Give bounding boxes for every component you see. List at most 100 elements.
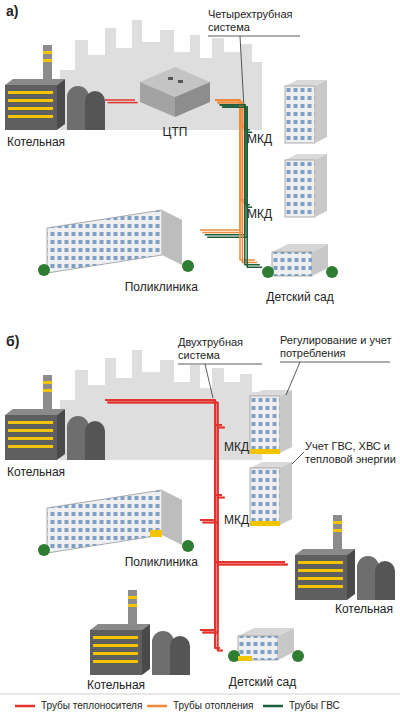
meter-mark	[150, 530, 162, 537]
boiler-house-drawing	[5, 45, 105, 130]
building-label: Поликлиника	[42, 556, 198, 569]
label-holder: Детский сад	[257, 291, 343, 304]
pipe-connector	[215, 100, 262, 267]
substation-drawing	[140, 67, 210, 117]
boiler-house-drawing	[295, 515, 395, 600]
pipe-line	[108, 403, 218, 523]
building-node: ЦТП	[135, 65, 215, 140]
pipe-line	[207, 107, 247, 237]
label-holder: Котельная	[7, 466, 103, 479]
pipe-connector	[105, 400, 225, 428]
label-holder: ЦТП	[137, 126, 213, 139]
apartment-building-drawing	[250, 462, 292, 525]
pipe-line	[222, 107, 262, 267]
building-node: Поликлиника	[40, 470, 200, 570]
callout-text: Двухтрубная система	[178, 336, 270, 362]
pipe-line	[105, 400, 215, 520]
pipe-line	[105, 400, 220, 648]
pipe-line	[105, 99, 135, 101]
pipe-connector	[200, 425, 225, 633]
pipe-line	[215, 562, 285, 648]
legend-line-sample	[146, 702, 168, 710]
label-holder: МКД	[247, 208, 333, 221]
pipe-line	[200, 495, 222, 630]
legend-line	[263, 705, 283, 708]
pipe-line	[203, 498, 225, 633]
kindergarten-drawing	[228, 628, 304, 662]
pipe-line	[218, 498, 288, 565]
legend-text: Трубы отопления	[173, 700, 254, 712]
pipe-line	[108, 403, 225, 498]
building-label: Котельная	[7, 466, 103, 479]
legend-line	[15, 705, 35, 708]
pipe-connector	[105, 400, 218, 523]
building-label: МКД	[247, 133, 333, 146]
apartment-building-drawing	[285, 80, 327, 143]
legend-line	[147, 705, 167, 708]
clinic-building-drawing	[38, 490, 194, 556]
label-holder: МКД	[224, 514, 300, 527]
building-label: Котельная	[287, 603, 393, 616]
building-label: Котельная	[7, 136, 103, 149]
callout-text: Четырехтрубная система	[208, 8, 308, 34]
meter-mark	[238, 656, 252, 661]
label-holder: Поликлиника	[42, 281, 198, 294]
building-node: Детский сад	[220, 618, 305, 690]
apartment-building-drawing	[250, 390, 292, 453]
label-holder: Детский сад	[222, 676, 303, 689]
callout-leader	[178, 364, 262, 398]
kindergarten-drawing	[262, 244, 338, 278]
pipe-line	[108, 403, 225, 428]
pipe-line	[217, 102, 257, 262]
pipe-line	[203, 428, 225, 633]
building-label: МКД	[224, 514, 300, 527]
pipe-line	[202, 102, 242, 232]
pipe-line	[215, 495, 285, 562]
panel-letter: а)	[6, 3, 36, 19]
building-node: МКД	[245, 150, 335, 222]
building-node: Поликлиника	[40, 190, 200, 295]
pipe-line	[220, 105, 260, 265]
building-label: Котельная	[87, 679, 198, 692]
legend-rule	[0, 694, 400, 695]
label-holder: МКД	[247, 133, 333, 146]
boiler-house-drawing	[90, 590, 190, 675]
building-node: МКД	[245, 75, 335, 147]
pipe-line	[215, 100, 255, 260]
callout-text: Регулирование и учет потребления	[280, 334, 396, 360]
pipe-connector	[215, 495, 288, 565]
meter-mark	[250, 449, 280, 454]
building-label: Детский сад	[222, 676, 303, 689]
pipe-connector	[200, 630, 223, 651]
boiler-house-drawing	[5, 375, 105, 460]
pipe-line	[203, 523, 218, 633]
pipe-connector	[105, 400, 225, 498]
building-label: ЦТП	[137, 126, 213, 139]
panel-letter: б)	[6, 333, 36, 349]
pipe-line	[108, 102, 138, 104]
building-label: Поликлиника	[42, 281, 198, 294]
building-node: Котельная	[5, 40, 105, 150]
pipe-line	[105, 400, 222, 495]
legend-item: Трубы ГВС	[262, 700, 340, 712]
callout-leader	[292, 452, 304, 464]
label-holder: МКД	[224, 441, 300, 454]
pipe-line	[205, 105, 245, 235]
pipe-connector	[200, 495, 225, 633]
legend-text: Трубы ГВС	[289, 700, 340, 712]
meter-mark	[250, 521, 280, 526]
callout-leader	[208, 36, 300, 108]
building-label: МКД	[247, 208, 333, 221]
building-label: Детский сад	[257, 291, 343, 304]
pipe-line	[108, 403, 223, 651]
building-node: МКД	[222, 458, 302, 528]
callout-text: Учет ГВС, ХВС и тепловой энергии	[305, 440, 397, 466]
pipe-line	[218, 565, 288, 651]
legend-line-sample	[262, 702, 284, 710]
building-node: Детский сад	[255, 235, 345, 305]
pipe-connector	[105, 400, 223, 651]
apartment-building-drawing	[285, 154, 327, 217]
building-node: Котельная	[285, 512, 395, 617]
pipe-connector	[200, 520, 218, 633]
